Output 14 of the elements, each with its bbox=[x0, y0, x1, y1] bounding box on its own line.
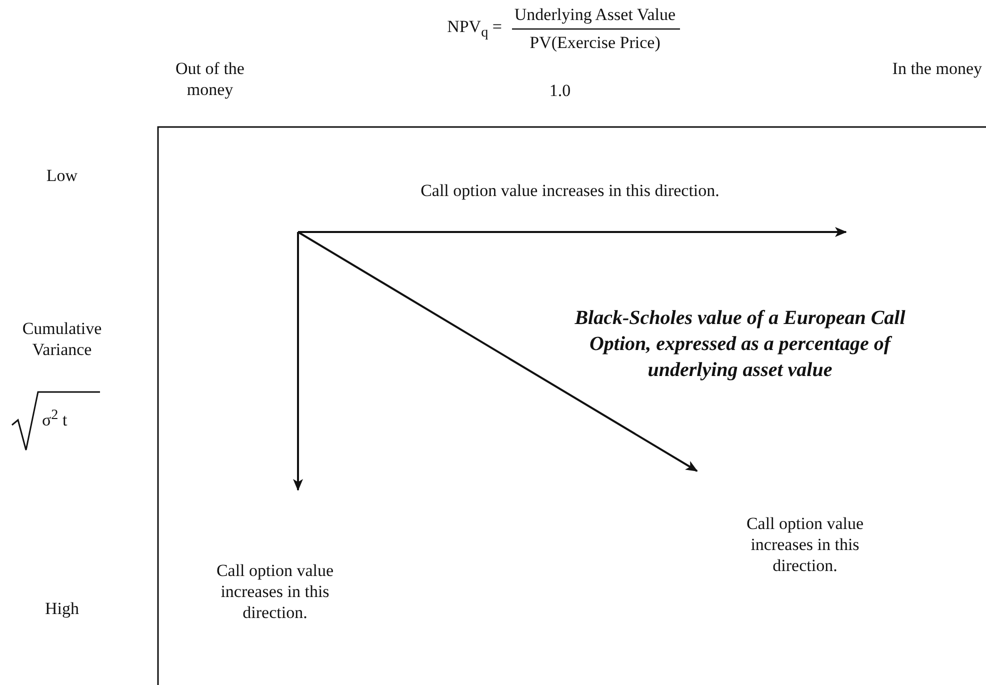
formula-numerator: Underlying Asset Value bbox=[513, 4, 677, 25]
axis-tick-label: 1.0 bbox=[548, 80, 572, 101]
axis-label: Low bbox=[45, 165, 79, 186]
annotation-text: Call option value increases in this direction. bbox=[215, 560, 335, 623]
formula-denominator: PV(Exercise Price) bbox=[528, 32, 662, 53]
formula-text: σ$^{2}$ t bbox=[42, 406, 68, 431]
chart-description: Black-Scholes value of a European Call Option, expressed as a percentage of underlying asset value bbox=[574, 306, 906, 383]
axis-title: Cumulative Variance bbox=[21, 318, 103, 360]
axis-label: Out of the money bbox=[174, 58, 246, 100]
axis-label: In the money bbox=[891, 58, 982, 79]
axis-label: High bbox=[44, 598, 80, 619]
annotation-text: Call option value increases in this direction. bbox=[745, 513, 865, 576]
annotation-text: Call option value increases in this direction. bbox=[420, 180, 720, 201]
formula-text: NPV$_{q}$ = bbox=[446, 16, 502, 42]
